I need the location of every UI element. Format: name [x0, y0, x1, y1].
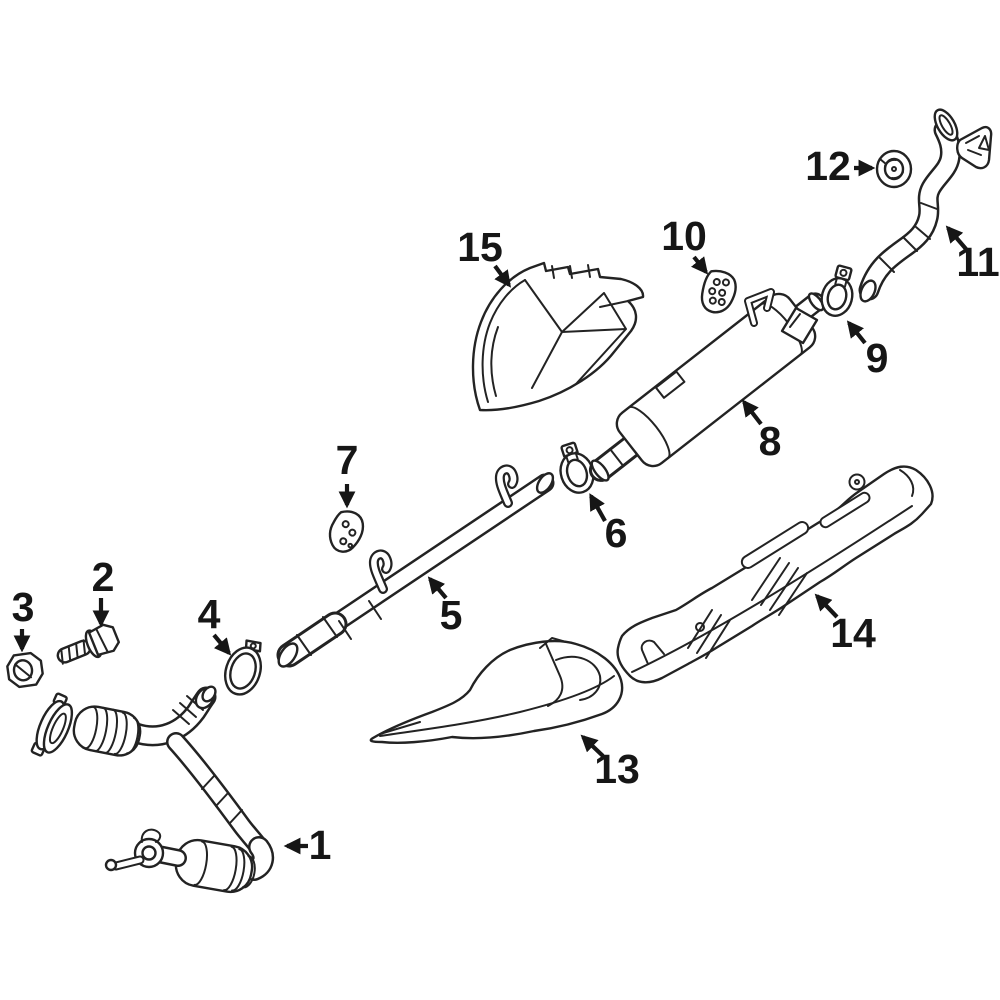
part-3-nut [6, 651, 44, 689]
callout-5-arrow [427, 576, 448, 600]
callout-3-label: 3 [12, 584, 35, 630]
part-10-rubber-isolator [700, 269, 737, 314]
part-15-heat-shield [471, 261, 645, 412]
callout-11-arrow [945, 225, 968, 251]
callout-10-label: 10 [661, 213, 707, 259]
callout-15: 15 [457, 224, 511, 288]
callout-4-arrow [212, 633, 232, 656]
callout-2: 2 [92, 554, 115, 628]
callout-12: 12 [805, 143, 876, 189]
callout-12-label: 12 [805, 143, 851, 189]
part-14-heat-shield [616, 465, 934, 684]
part-5-intermediate-pipe [276, 464, 555, 668]
part-13-heat-shield [369, 637, 624, 744]
callout-15-arrow [493, 264, 511, 288]
callout-8-label: 8 [759, 418, 782, 464]
part-1-front-pipe-catalytic-converters [30, 685, 275, 894]
callout-4-label: 4 [198, 591, 221, 637]
callout-10-arrow [691, 255, 709, 275]
callout-13-arrow [580, 734, 605, 758]
part-11-tailpipe [858, 108, 993, 303]
callout-2-label: 2 [92, 554, 115, 600]
callout-14-label: 14 [830, 610, 876, 656]
part-9-clamp [820, 264, 854, 317]
callout-7-label: 7 [336, 437, 359, 483]
callout-10: 10 [661, 213, 709, 275]
callout-1-label: 1 [309, 822, 332, 868]
callout-9-label: 9 [866, 335, 889, 381]
callout-6-arrow [589, 493, 607, 523]
callout-14-arrow [814, 593, 839, 619]
callout-6: 6 [589, 493, 628, 556]
callout-15-label: 15 [457, 224, 503, 270]
callout-9-arrow [846, 320, 867, 345]
callout-1: 1 [283, 822, 332, 868]
callout-14: 14 [814, 593, 876, 656]
part-12-grommet [875, 149, 913, 189]
part-7-rubber-hanger [328, 510, 365, 553]
callout-5-label: 5 [440, 592, 463, 638]
callout-9: 9 [846, 320, 889, 381]
part-4-exhaust-clamp [224, 639, 262, 696]
callout-7: 7 [336, 437, 359, 509]
callout-8-arrow [741, 399, 763, 426]
callout-11-label: 11 [956, 239, 999, 285]
callout-11: 11 [945, 225, 1000, 285]
callout-4: 4 [198, 591, 232, 656]
callout-8: 8 [741, 399, 782, 464]
callout-13-label: 13 [594, 746, 640, 792]
callout-13: 13 [580, 734, 640, 792]
callout-5: 5 [427, 576, 463, 638]
part-8-muffler [588, 288, 826, 482]
callout-6-label: 6 [605, 510, 628, 556]
part-2-bolt [56, 623, 121, 665]
callout-3: 3 [12, 584, 35, 653]
